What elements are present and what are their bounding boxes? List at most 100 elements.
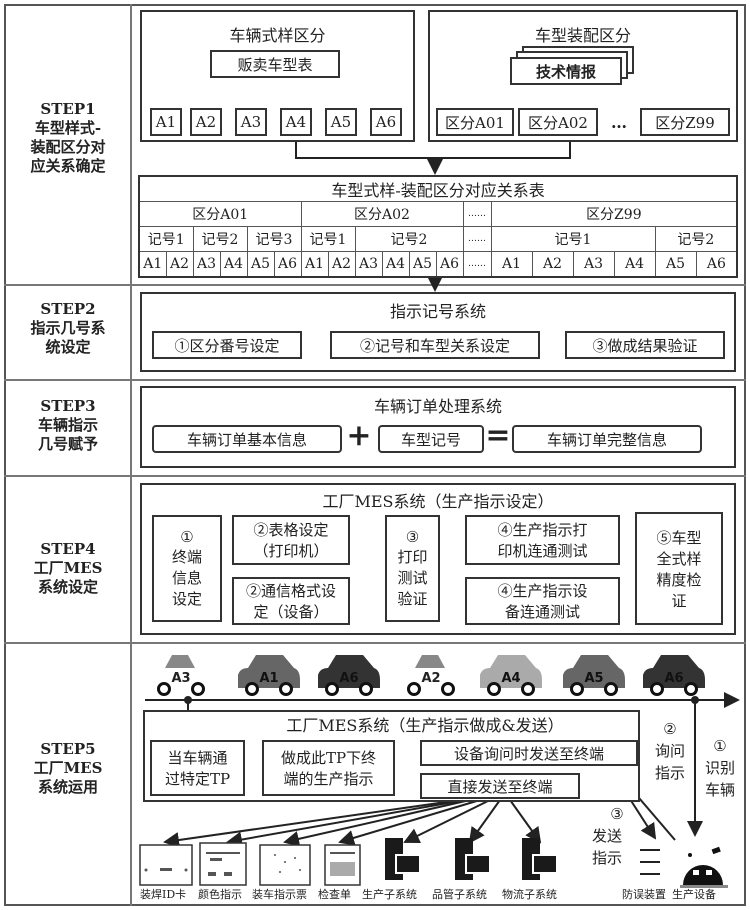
box-text: ① <box>180 528 194 546</box>
car-icon: A2 <box>407 655 455 696</box>
mes-operation-title: 工厂MES系统（生产指示做成&发送） <box>286 716 564 735</box>
step-text: 应关系确定 <box>30 157 106 175</box>
car-icon: A6 <box>643 655 705 696</box>
label-text: 识别 <box>704 759 735 777</box>
step-text: 指示几号系 <box>30 319 106 337</box>
row-divider <box>4 379 746 381</box>
output-label: 检查单 <box>318 888 351 901</box>
indication-mark-system-title: 指示记号系统 <box>389 302 486 321</box>
send-on-query-box: 设备询问时发送至终端 <box>420 740 638 766</box>
step-text: 装配区分对 <box>30 138 106 156</box>
label-text: 询问 <box>654 742 685 760</box>
table-model: A3 <box>354 251 383 277</box>
column-divider <box>130 4 132 906</box>
box-text: 测试 <box>397 569 428 587</box>
car-label: A6 <box>339 671 358 686</box>
step-text: 工厂MES <box>33 559 103 577</box>
table-ellipsis: …… <box>462 251 492 277</box>
outer-frame <box>4 4 746 906</box>
box-text: ④生产指示打 <box>497 521 588 539</box>
printer-connection-test-box: ④生产指示打印机连通测试 <box>465 515 620 565</box>
table-model: A6 <box>695 251 738 277</box>
division-number-setting-box: ①区分番号设定 <box>152 331 302 359</box>
car-label: A4 <box>501 671 520 686</box>
box-text: ③ <box>405 528 420 546</box>
division-box: 区分A01 <box>436 108 514 136</box>
model-accuracy-verify-box: ⑤车型全式样精度检证 <box>635 512 723 625</box>
step-id: STEP5 <box>40 740 96 758</box>
row-divider <box>4 642 746 644</box>
step-text: 车型样式- <box>34 119 102 137</box>
step-text: 统设定 <box>45 338 91 356</box>
plus-sign: + <box>346 418 372 453</box>
car-icon: A3 <box>157 655 205 696</box>
step-text: 工厂MES <box>33 759 103 777</box>
label-text: 发送 <box>591 827 622 845</box>
step-id: STEP4 <box>40 540 96 558</box>
table-model: A2 <box>327 251 356 277</box>
label-text: 车辆 <box>704 781 735 799</box>
step-id: STEP3 <box>40 397 96 415</box>
box-text: 做成此TP下终 <box>280 749 377 767</box>
output-labels: 装焊ID卡 颜色指示 装车指示票 检查单 生产子系统 品管子系统 物流子系统 <box>140 886 560 902</box>
device-connection-test-box: ④生产指示设备连通测试 <box>465 577 620 625</box>
table-title: 车型式样-装配区分对应关系表 <box>138 175 738 202</box>
box-text: 当车辆通 <box>167 749 228 767</box>
device-label: 防误装置 <box>622 888 666 901</box>
label-text: ③ <box>610 805 624 823</box>
model-box: A1 <box>150 108 182 136</box>
car-label: A1 <box>259 671 278 686</box>
model-box: A2 <box>190 108 222 136</box>
box-text: ⑤车型 <box>656 528 702 547</box>
box-text: 全式样 <box>656 549 702 568</box>
model-mark-box: 车型记号 <box>378 425 484 453</box>
table-group: 区分A01 <box>138 201 302 227</box>
sales-model-table-box: 贩卖车型表 <box>210 50 340 78</box>
table-model: A6 <box>273 251 302 277</box>
box-text: 信息 <box>171 569 202 587</box>
model-box: A4 <box>280 108 312 136</box>
box-text: 验证 <box>397 590 428 608</box>
division-ellipsis: … <box>611 112 627 132</box>
division-box: 区分A02 <box>518 108 598 136</box>
order-full-info-box: 车辆订单完整信息 <box>512 425 702 453</box>
output-label: 颜色指示 <box>198 888 242 901</box>
box-text: （打印机） <box>253 542 329 560</box>
box-text: 备连通测试 <box>504 603 580 621</box>
table-model: A5 <box>246 251 275 277</box>
tech-info-box: 技术情报 <box>510 57 622 85</box>
car-icon: A6 <box>318 655 380 696</box>
table-model: A5 <box>654 251 697 277</box>
output-label: 装车指示票 <box>252 888 307 901</box>
table-model: A2 <box>531 251 574 277</box>
division-box: 区分Z99 <box>640 108 730 136</box>
order-processing-title: 车辆订单处理系统 <box>373 397 502 416</box>
box-text: 设定 <box>171 590 202 608</box>
box-text: ②通信格式设 <box>245 582 336 600</box>
box-text: ②表格设定 <box>253 521 329 539</box>
model-box: A5 <box>325 108 357 136</box>
car-label: A2 <box>421 671 440 686</box>
label-text: 指示 <box>654 764 685 782</box>
table-group: 区分Z99 <box>490 201 738 227</box>
device-label: 生产设备 <box>672 888 716 901</box>
mes-setting-title: 工厂MES系统（生产指示设定） <box>322 492 554 511</box>
form-setting-printer-box: ②表格设定 （打印机） <box>232 515 350 565</box>
make-instruction-box: 做成此TP下终端的生产指示 <box>262 740 395 796</box>
table-model: A1 <box>138 251 167 277</box>
table-model: A2 <box>165 251 194 277</box>
step-text: 系统设定 <box>37 578 98 596</box>
step-text: 车辆指示 <box>37 416 98 434</box>
table-mark: 记号2 <box>192 226 248 252</box>
box-text: 定（设备） <box>253 603 329 621</box>
